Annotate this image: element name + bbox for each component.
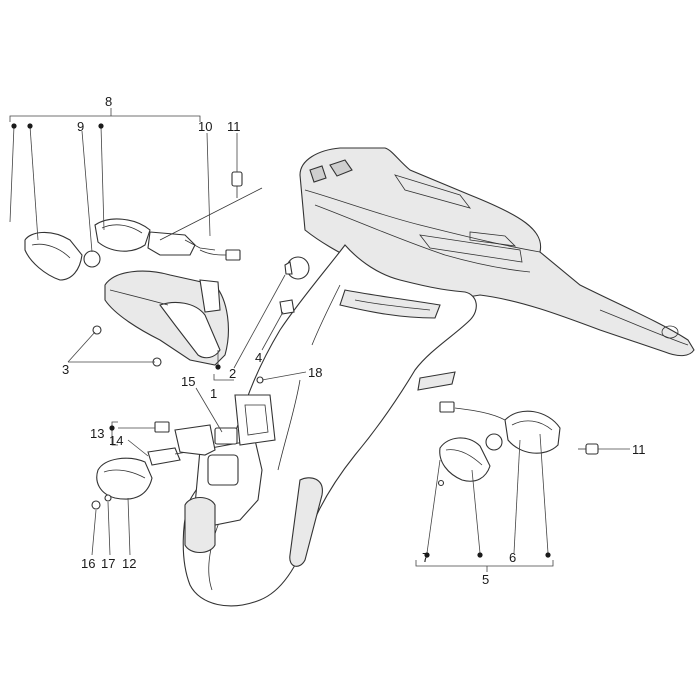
callout-15: 15 — [181, 374, 195, 389]
left-light-group — [24, 171, 310, 367]
screw-right-small — [437, 479, 445, 487]
callout-11-top: 11 — [227, 119, 241, 134]
callout-6: 6 — [509, 550, 516, 565]
lamp-holder-13 — [174, 424, 216, 456]
callout-labels: 8 9 10 11 1 2 3 4 15 18 13 14 16 17 12 1… — [62, 94, 646, 587]
callout-18: 18 — [308, 365, 322, 380]
screw-16 — [91, 500, 101, 510]
reflector-slot — [339, 289, 441, 319]
right-bulb — [485, 433, 503, 451]
callout-leaders — [9, 108, 630, 572]
tail-vent — [329, 159, 353, 177]
left-connector — [225, 249, 241, 261]
callout-8: 8 — [105, 94, 112, 109]
leader-dots — [11, 123, 551, 558]
license-lamp-group — [91, 376, 264, 510]
washer-17 — [104, 494, 112, 502]
right-light-group — [437, 401, 599, 487]
callout-10: 10 — [198, 119, 212, 134]
callout-2: 2 — [229, 366, 236, 381]
callout-5: 5 — [482, 572, 489, 587]
callout-14: 14 — [109, 433, 123, 448]
callout-1: 1 — [210, 386, 217, 401]
callout-11-right: 11 — [632, 442, 646, 457]
left-bulb-9 — [83, 250, 101, 268]
rear-frame-assembly — [182, 147, 695, 607]
callout-4: 4 — [255, 350, 262, 365]
screw-11-right — [585, 443, 599, 455]
bracket-15 — [214, 427, 238, 445]
license-lamp-12 — [96, 457, 153, 500]
callout-9: 9 — [77, 119, 84, 134]
clip-4 — [279, 299, 295, 315]
callout-12: 12 — [122, 556, 136, 571]
lamp-socket-14 — [147, 447, 181, 466]
mudguard-body — [182, 244, 477, 607]
license-lamp-housing — [234, 394, 276, 446]
right-connector — [439, 401, 455, 413]
callout-7: 7 — [422, 550, 429, 565]
right-turn-lens-7 — [439, 437, 491, 482]
lamp-connector — [154, 421, 170, 433]
left-turn-housing — [94, 218, 151, 252]
mudguard-flap — [289, 477, 323, 567]
callout-3: 3 — [62, 362, 69, 377]
right-turn-housing-6 — [504, 410, 561, 454]
left-turn-lens — [24, 231, 83, 281]
screw-11-top — [231, 171, 243, 187]
rear-reflector — [417, 371, 456, 391]
left-turn-stalk — [147, 231, 196, 256]
callout-13: 13 — [90, 426, 104, 441]
callout-17: 17 — [101, 556, 115, 571]
callout-16: 16 — [81, 556, 95, 571]
